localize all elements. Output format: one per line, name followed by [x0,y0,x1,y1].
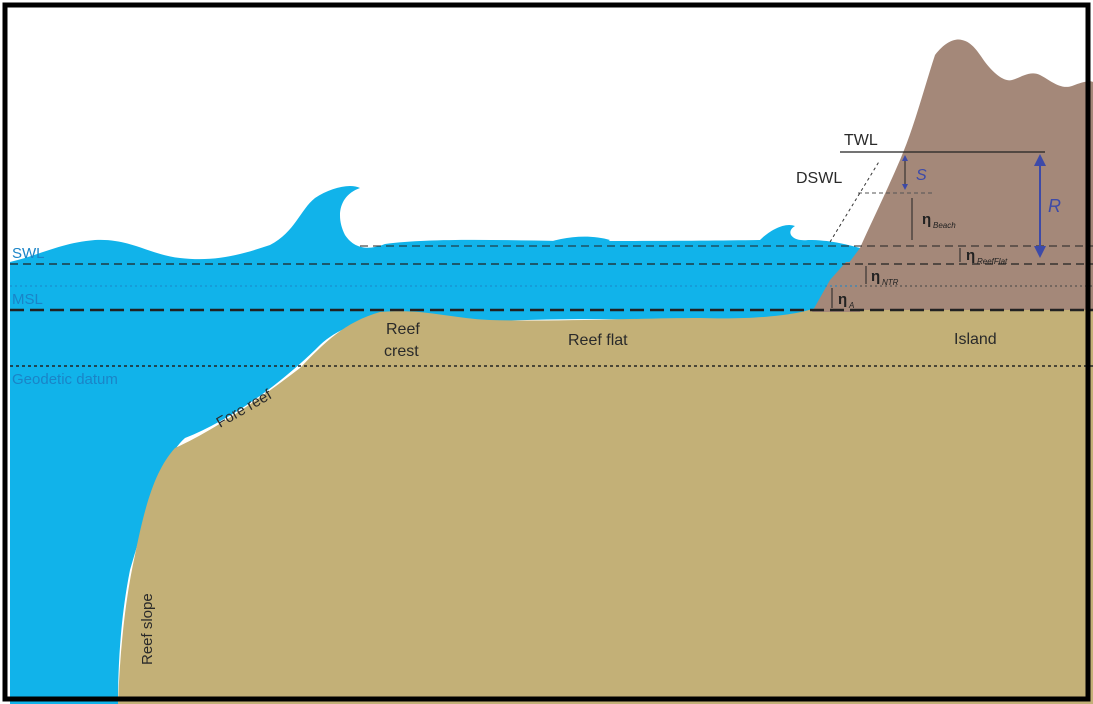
r-label: R [1048,196,1061,216]
svg-text:NTR: NTR [882,278,899,287]
svg-text:A: A [848,301,854,310]
svg-text:η: η [966,247,975,264]
eta-a-label: η A [838,291,854,310]
reef-crest-label-line1: Reef [386,321,420,338]
reef-flat-label: Reef flat [568,332,628,349]
eta-reefflat-label: η ReefFlat [966,247,1008,266]
twl-label: TWL [844,132,878,149]
swl-label: SWL [12,245,45,262]
eta-beach-label: η Beach [922,211,956,230]
reef-platform [118,307,1093,704]
s-label: S [916,167,927,184]
msl-label: MSL [12,291,43,308]
eta-ntr-label: η NTR [871,268,899,287]
ocean-water [10,186,868,704]
dswl-label: DSWL [796,170,842,187]
svg-text:Beach: Beach [933,221,956,230]
runup-slope-line [829,159,881,243]
island-hill [840,39,1093,310]
small-wave [540,236,610,248]
reef-slope-label: Reef slope [139,593,156,665]
svg-text:η: η [838,291,847,308]
island-label: Island [954,331,997,348]
geodetic-datum-label: Geodetic datum [12,371,118,388]
svg-text:η: η [922,211,931,228]
svg-text:η: η [871,268,880,285]
svg-text:ReefFlat: ReefFlat [977,257,1008,266]
beach-face [812,262,860,312]
reef-crest-label-line2: crest [384,343,419,360]
